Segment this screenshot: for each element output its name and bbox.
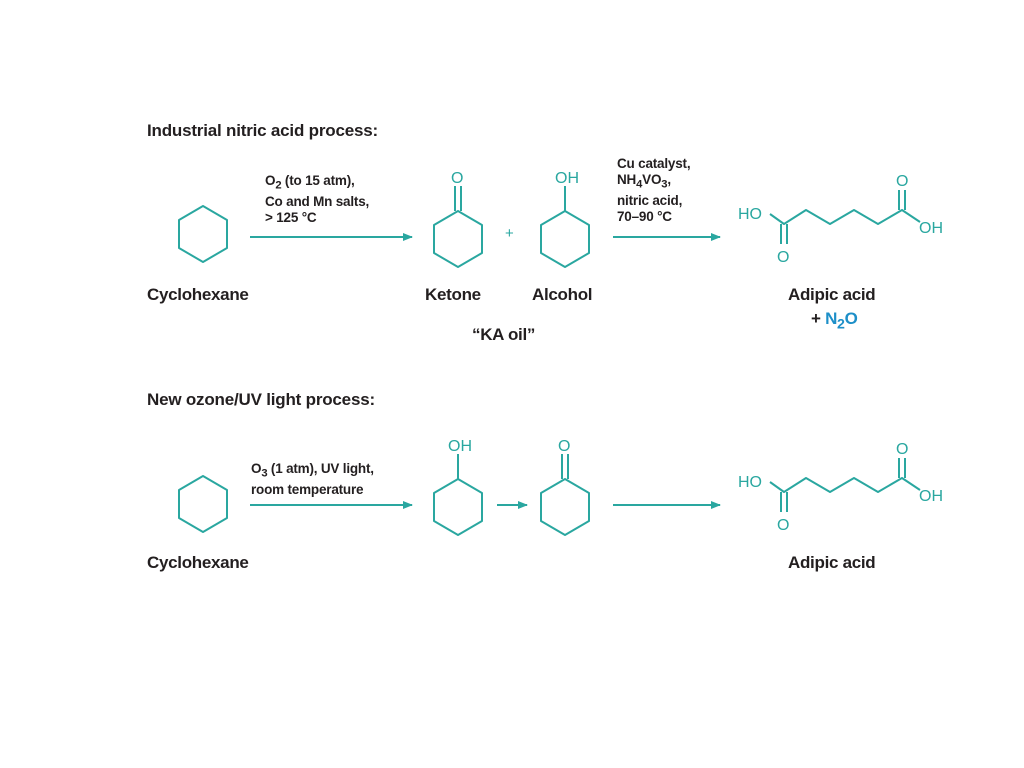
ozone-adipic-oxygen-bottom: O bbox=[777, 517, 789, 534]
ozone-adipic-acid-chain bbox=[769, 477, 921, 493]
ozone-adipic-oxygen-top: O bbox=[896, 441, 908, 458]
plus-sign: + bbox=[505, 225, 514, 242]
adipic-acid-chain bbox=[769, 209, 921, 225]
ozone-adipic-acid-label: Adipic acid bbox=[788, 553, 876, 572]
ozone-adipic-oh-atom: OH bbox=[919, 488, 943, 505]
alcohol-ring bbox=[540, 210, 590, 268]
cyclohexane-label: Cyclohexane bbox=[147, 285, 249, 304]
ozone-step-conditions: O3 (1 atm), UV light, room temperature bbox=[251, 461, 374, 497]
adipic-oh-atom: OH bbox=[919, 220, 943, 237]
industrial-step1-conditions: O2 (to 15 atm), Co and Mn salts, > 125 °… bbox=[265, 173, 370, 225]
ozone-alcohol-ring bbox=[433, 478, 483, 536]
ozone-process-title: New ozone/UV light process: bbox=[147, 390, 375, 409]
industrial-process-title: Industrial nitric acid process: bbox=[147, 121, 378, 140]
adipic-oxygen-top: O bbox=[896, 173, 908, 190]
ozone-ketone-oxygen-atom: O bbox=[558, 438, 570, 455]
alcohol-label: Alcohol bbox=[532, 285, 593, 304]
ka-oil-label: “KA oil” bbox=[472, 325, 536, 344]
ozone-alcohol-oh-atom: OH bbox=[448, 438, 472, 455]
ketone-label: Ketone bbox=[425, 285, 481, 304]
alcohol-oh-atom: OH bbox=[555, 170, 579, 187]
ozone-cyclohexane-label: Cyclohexane bbox=[147, 553, 249, 572]
n2o-formula: N2O bbox=[825, 309, 858, 333]
ozone-cyclohexane-ring bbox=[178, 475, 228, 533]
adipic-ho-atom: HO bbox=[738, 206, 762, 223]
n2o-byproduct: + N2O bbox=[811, 309, 858, 333]
ketone-ring bbox=[433, 210, 483, 268]
adipic-acid-label: Adipic acid bbox=[788, 285, 876, 304]
ozone-adipic-ho-atom: HO bbox=[738, 474, 762, 491]
adipic-oxygen-bottom: O bbox=[777, 249, 789, 266]
cyclohexane-ring bbox=[178, 205, 228, 263]
ozone-ketone-ring bbox=[540, 478, 590, 536]
industrial-step2-conditions: Cu catalyst, NH4VO3, nitric acid, 70–90 … bbox=[617, 156, 691, 224]
ketone-oxygen-atom: O bbox=[451, 170, 463, 187]
